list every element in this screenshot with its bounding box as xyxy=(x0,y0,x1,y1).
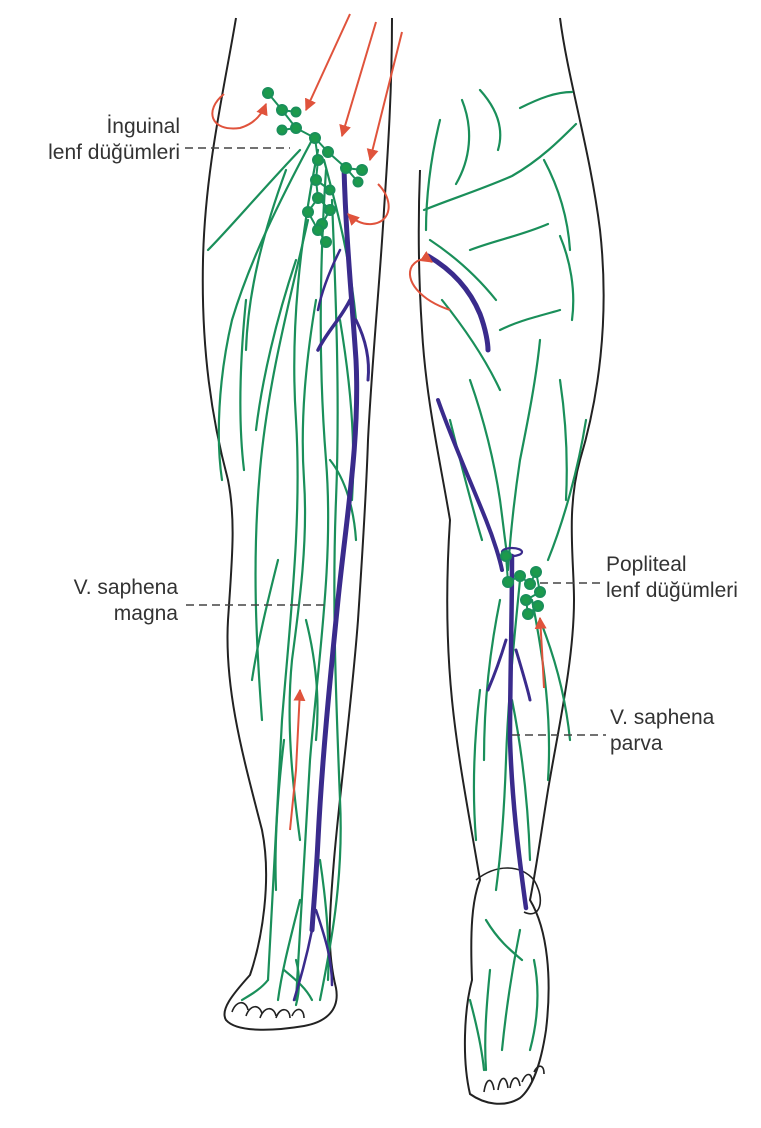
inguinal-node xyxy=(313,225,323,235)
inguinal-node xyxy=(325,205,335,215)
popliteal-node xyxy=(531,567,541,577)
inguinal-node xyxy=(277,105,287,115)
inguinal-node xyxy=(321,237,331,247)
inguinal-node xyxy=(326,186,335,195)
inguinal-node xyxy=(313,155,323,165)
inguinal-node xyxy=(292,108,301,117)
popliteal-node xyxy=(521,595,531,605)
anterior-toes xyxy=(232,1003,304,1018)
inguinal-node xyxy=(313,193,323,203)
popliteal-node xyxy=(503,577,513,587)
popliteal-node xyxy=(523,609,533,619)
great-saphenous-vein xyxy=(294,168,369,1000)
inguinal-node xyxy=(310,133,320,143)
inguinal-node xyxy=(291,123,301,133)
posterior-flow-arrows xyxy=(410,259,544,688)
posterior-leg xyxy=(410,18,604,1104)
inguinal-node xyxy=(323,147,333,157)
inguinal-node xyxy=(278,126,287,135)
inguinal-node xyxy=(341,163,351,173)
flow-arrow xyxy=(370,32,402,160)
anterior-leg xyxy=(203,14,402,1030)
popliteal-node xyxy=(501,551,511,561)
flow-arrow xyxy=(342,22,376,136)
popliteal-node xyxy=(533,601,543,611)
flow-arrow xyxy=(212,94,266,128)
popliteal-node xyxy=(535,587,545,597)
inguinal-node xyxy=(311,175,321,185)
inguinal-node xyxy=(303,207,313,217)
popliteal-node xyxy=(525,579,535,589)
flow-arrow xyxy=(306,14,350,110)
leader-lines xyxy=(185,148,606,735)
posterior-heel-outline xyxy=(476,868,540,914)
posterior-toes xyxy=(484,1066,544,1092)
inguinal-node xyxy=(263,88,273,98)
popliteal-lymph-nodes xyxy=(501,551,545,619)
inguinal-node xyxy=(357,165,367,175)
small-saphenous-vein xyxy=(428,256,530,908)
inguinal-node xyxy=(354,178,363,187)
popliteal-node xyxy=(515,571,525,581)
